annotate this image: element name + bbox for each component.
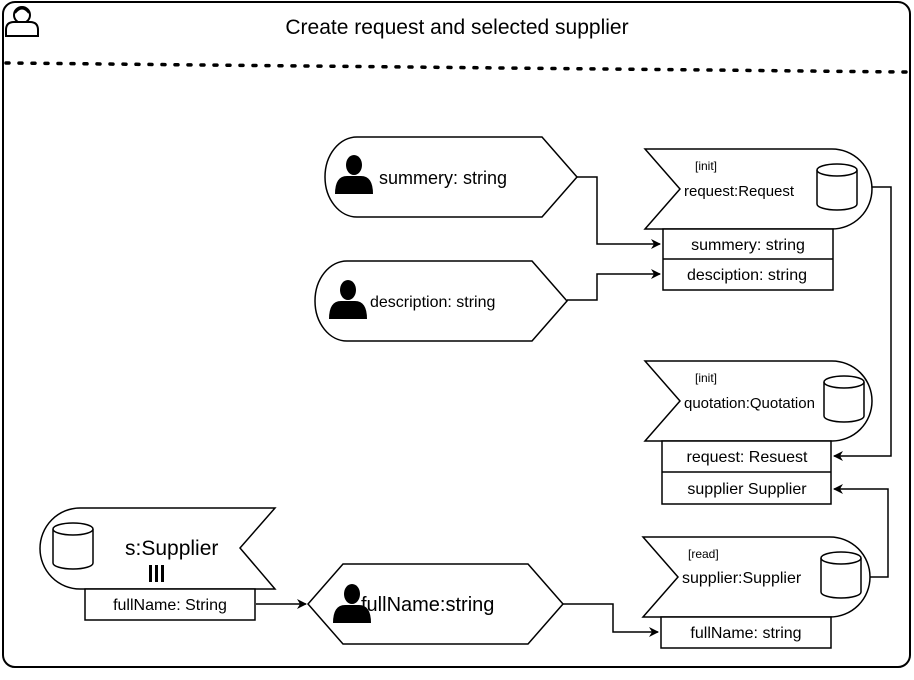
request-store-tag: [init]	[695, 159, 717, 173]
quotation-store-node[interactable]: [init] quotation:Quotation	[643, 360, 873, 442]
fullname-input-node[interactable]: fullName:string	[307, 563, 564, 645]
quotation-field-supplier: supplier Supplier	[687, 481, 807, 498]
connector-request	[833, 186, 892, 461]
summery-input-node[interactable]: summery: string	[324, 136, 578, 218]
supplier-store-field: fullName: string	[690, 625, 801, 642]
description-input-label: description: string	[370, 294, 495, 311]
supplier-store-tag: [read]	[688, 547, 719, 561]
supplier-source-node[interactable]: s:Supplier	[39, 507, 277, 590]
supplier-store-node[interactable]: [read] supplier:Supplier	[641, 536, 871, 618]
request-fields-table: summery: string desciption: string	[662, 228, 834, 291]
request-field-summery: summery: string	[691, 237, 805, 254]
supplier-store-field-table: fullName: string	[660, 616, 832, 649]
database-icon	[823, 375, 865, 423]
fullname-input-label: fullName:string	[361, 594, 494, 616]
description-input-node[interactable]: description: string	[314, 260, 568, 342]
supplier-source-field-table: fullName: String	[84, 588, 256, 621]
connector-summery	[577, 176, 661, 249]
supplier-store-label: supplier:Supplier	[682, 570, 802, 587]
quotation-field-request: request: Resuest	[687, 449, 809, 466]
request-field-description: desciption: string	[687, 267, 807, 284]
request-store-label: request:Request	[684, 183, 795, 200]
request-store-node[interactable]: [init] request:Request	[643, 148, 873, 230]
connector-supplier	[833, 484, 889, 578]
page-title: Create request and selected supplier	[285, 16, 628, 39]
connector-fullname-target	[563, 603, 659, 637]
connector-description	[567, 269, 661, 301]
supplier-source-label: s:Supplier	[125, 537, 218, 560]
supplier-source-field: fullName: String	[113, 597, 227, 614]
database-icon	[816, 163, 858, 211]
quotation-fields-table: request: Resuest supplier Supplier	[661, 440, 832, 505]
quotation-store-tag: [init]	[695, 371, 717, 385]
actor-icon	[5, 6, 39, 37]
summery-input-label: summery: string	[379, 168, 507, 188]
quotation-store-label: quotation:Quotation	[684, 395, 815, 412]
database-icon	[820, 551, 862, 599]
database-icon	[52, 522, 94, 570]
parallel-bars-icon	[149, 565, 164, 582]
